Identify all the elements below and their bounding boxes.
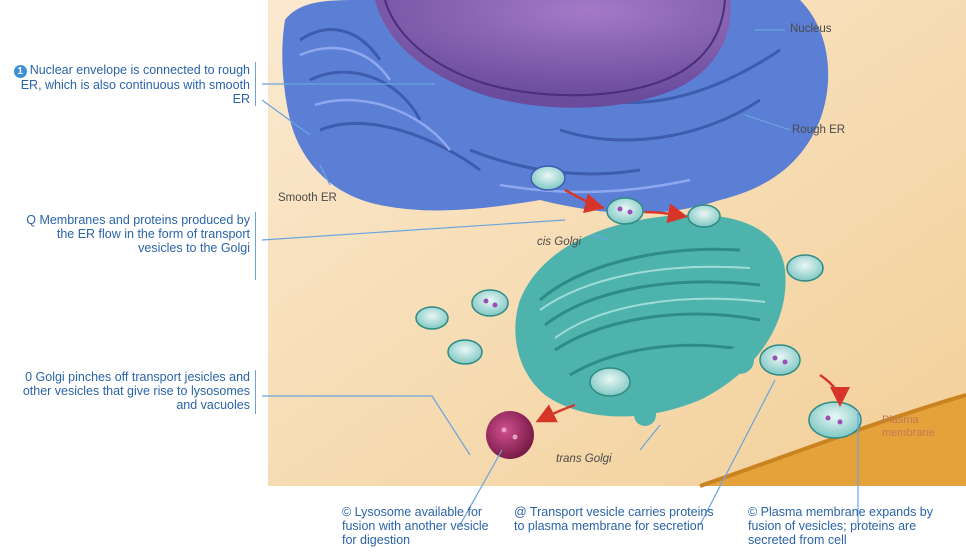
- label-cis-golgi: cis Golgi: [537, 236, 581, 248]
- label-trans-golgi: trans Golgi: [556, 453, 612, 465]
- caption-bracket-2: [255, 212, 256, 280]
- caption-step-1-text: Nuclear envelope is connected to rough E…: [21, 63, 250, 106]
- caption-step-2: Q Membranes and proteins produced by the…: [10, 213, 250, 255]
- caption-bracket-1: [255, 62, 256, 106]
- caption-step-5: @ Transport vesicle carries proteins to …: [514, 505, 714, 533]
- caption-bracket-3: [255, 370, 256, 414]
- label-plasma-membrane: Plasma membrane: [882, 414, 942, 440]
- label-rough-er: Rough ER: [792, 124, 845, 136]
- label-nucleus: Nucleus: [790, 23, 832, 35]
- caption-step-3: 0 Golgi pinches off transport jesicles a…: [10, 370, 250, 412]
- step-1-marker: 1: [14, 65, 27, 78]
- lysosome: [486, 411, 534, 459]
- caption-step-4: © Lysosome available for fusion with ano…: [342, 505, 492, 547]
- caption-step-6: © Plasma membrane expands by fusion of v…: [748, 505, 958, 547]
- label-smooth-er: Smooth ER: [278, 192, 337, 204]
